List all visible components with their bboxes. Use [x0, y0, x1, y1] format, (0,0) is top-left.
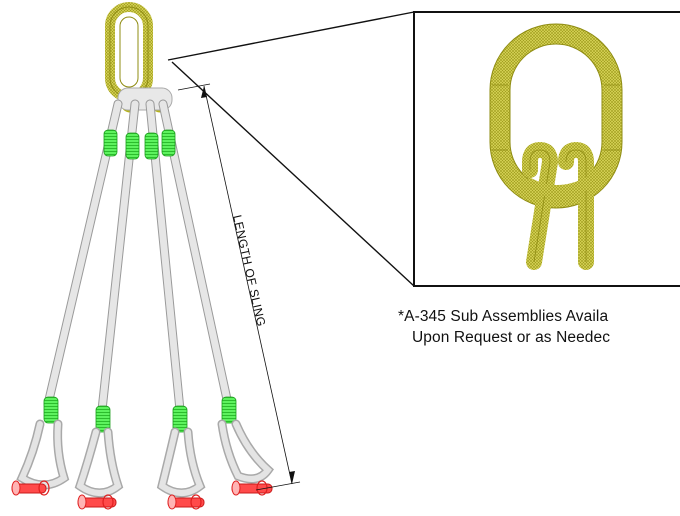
shackle-1 [11, 419, 70, 496]
ferrule-top-1 [103, 129, 118, 157]
dimension-line [203, 85, 293, 485]
shackle-2 [74, 427, 124, 510]
detail-box [413, 11, 680, 287]
ferrule-top-4 [161, 129, 176, 157]
shackles [11, 419, 274, 510]
shackle-3 [156, 427, 206, 510]
ferrule-bottom-4 [221, 396, 237, 424]
dimension-arrow-bottom [289, 471, 295, 484]
detail-sub-links [522, 141, 594, 270]
detail-callout [167, 11, 415, 287]
note-line-1: *A-345 Sub Assemblies Availa [398, 308, 609, 325]
ferrule-bottom-1 [43, 396, 59, 424]
ferrule-top-3 [144, 132, 159, 160]
dimension-label: LENGTH OF SLING [230, 214, 268, 328]
ferrule-top-2 [125, 132, 140, 160]
note-line-2: Upon Request or as Needec [412, 329, 611, 346]
ferrule-bottom-3 [172, 405, 188, 433]
bottom-ferrules [43, 396, 237, 433]
shackle-4 [217, 419, 274, 496]
master-link [105, 2, 153, 102]
top-ferrules [103, 129, 176, 160]
ferrule-bottom-2 [95, 405, 111, 433]
